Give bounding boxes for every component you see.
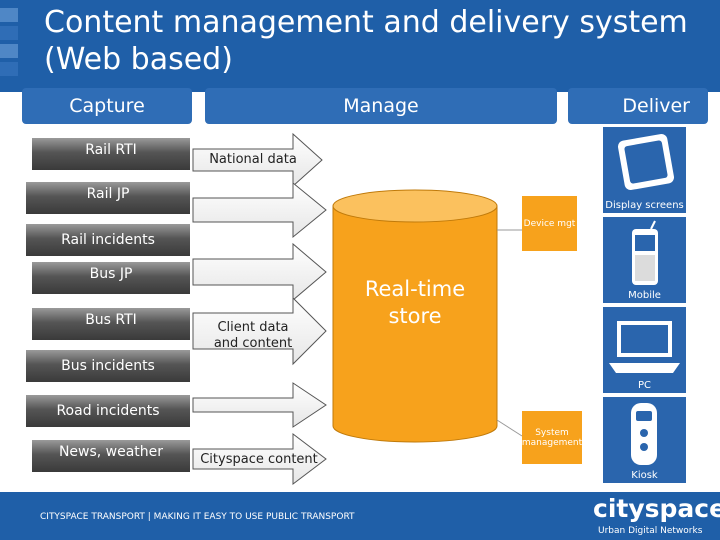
flow-arrow — [192, 242, 327, 302]
system-management-box: System management — [522, 411, 582, 464]
source-bus-incidents: Bus incidents — [26, 350, 190, 382]
header-capture: Capture — [22, 88, 192, 124]
kiosk-icon — [631, 403, 657, 465]
decor-square — [0, 8, 18, 22]
device-mgt-box: Device mgt — [522, 196, 577, 251]
footer-bar — [0, 492, 720, 540]
real-time-store-top — [332, 189, 498, 223]
flow-arrow — [192, 432, 327, 486]
device-label: Display screens — [605, 200, 684, 211]
logo-tagline: Urban Digital Networks — [598, 526, 703, 536]
decor-square — [0, 62, 18, 76]
source-road-incidents: Road incidents — [26, 395, 190, 427]
device-kiosk: Kiosk — [603, 397, 686, 483]
laptop-icon — [609, 321, 680, 373]
slide-title: Content management and delivery system (… — [44, 5, 688, 77]
decor-square — [0, 26, 18, 40]
device-display-screens: Display screens — [603, 127, 686, 213]
flow-arrow — [192, 181, 327, 239]
flow-arrow — [192, 296, 327, 366]
device-pc: PC — [603, 307, 686, 393]
header-deliver: Deliver — [568, 88, 708, 124]
label-cityspace-content: Cityspace content — [200, 452, 318, 467]
store-label: Real-time store — [364, 277, 466, 328]
label-client-data: Client data and content — [213, 320, 293, 351]
device-label: Kiosk — [631, 470, 658, 481]
device-label: PC — [637, 380, 651, 391]
display-screen-icon — [617, 133, 675, 191]
source-rail-jp: Rail JP — [26, 182, 190, 214]
source-bus-jp: Bus JP — [32, 262, 190, 294]
source-bus-rti: Bus RTI — [32, 308, 190, 340]
footer-text: CITYSPACE TRANSPORT | MAKING IT EASY TO … — [40, 512, 355, 522]
source-rail-incidents: Rail incidents — [26, 224, 190, 256]
flow-arrow — [192, 382, 327, 428]
device-mobile: Mobile — [603, 217, 686, 303]
label-national-data: National data — [209, 152, 297, 167]
cityspace-logo: cityspace — [593, 494, 720, 523]
connector-line — [496, 419, 523, 437]
decor-square — [0, 44, 18, 58]
source-news-weather: News, weather — [32, 440, 190, 472]
real-time-store-cylinder — [332, 205, 498, 443]
device-label: Mobile — [628, 290, 661, 301]
flow-arrow — [192, 132, 323, 188]
source-rail-rti: Rail RTI — [32, 138, 190, 170]
title-banner — [0, 0, 720, 92]
mobile-phone-icon — [632, 220, 658, 285]
header-manage: Manage — [205, 88, 557, 124]
